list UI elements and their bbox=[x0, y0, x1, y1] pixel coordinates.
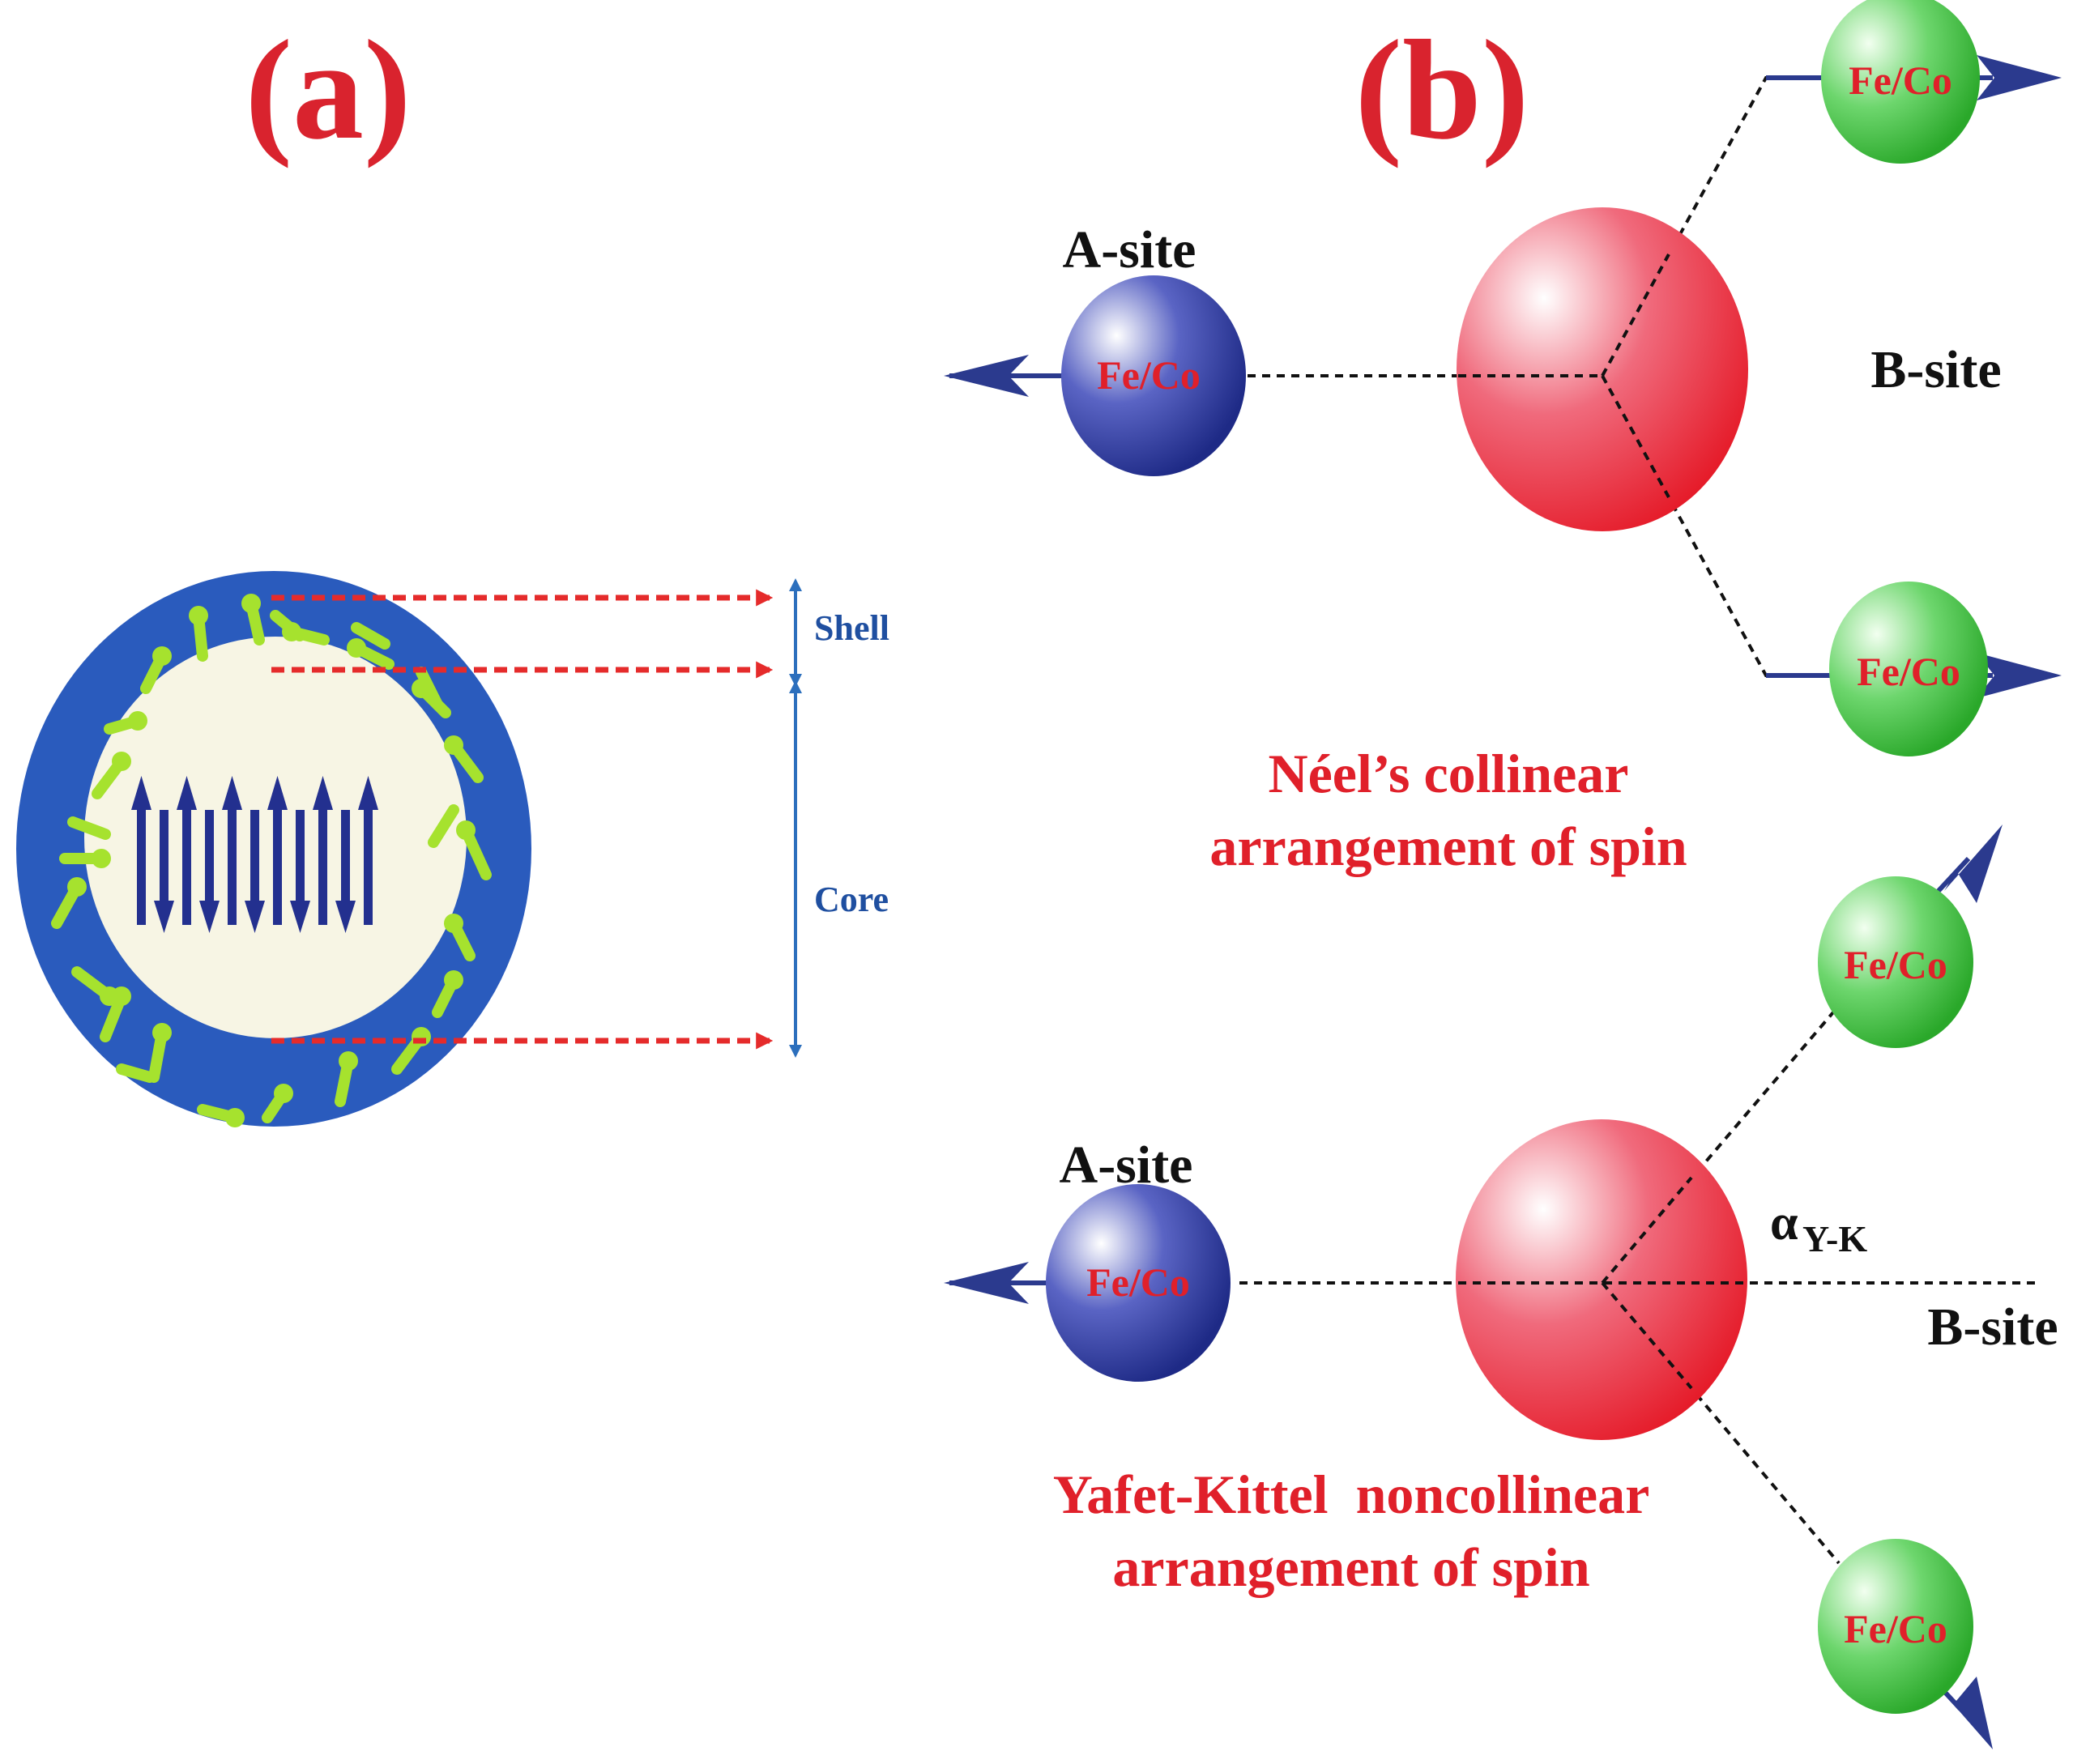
projection-lines bbox=[271, 589, 774, 1050]
yk-caption-line1: Yafet-Kittel noncollinear bbox=[1053, 1464, 1650, 1525]
spin-up-1 bbox=[131, 776, 151, 925]
spin-up-5 bbox=[313, 776, 333, 925]
yk-b-site-atom-bottom bbox=[1818, 1539, 1973, 1714]
neel-a-site-atom-label: Fe/Co bbox=[1097, 352, 1201, 398]
neel-b-site-bottom: Fe/Co bbox=[1766, 582, 2062, 756]
neel-a-site-label: A-site bbox=[1063, 220, 1196, 279]
neel-b-site-top: Fe/Co bbox=[1766, 0, 2062, 164]
yk-a-site-atom bbox=[1046, 1184, 1231, 1382]
alpha-symbol: α bbox=[1770, 1195, 1798, 1251]
alpha-subscript: Y-K bbox=[1802, 1218, 1867, 1259]
spin-down-3 bbox=[245, 810, 265, 933]
antiparallel-spin-arrows-icon bbox=[131, 776, 378, 933]
panel-b-label: (b) bbox=[1354, 11, 1529, 169]
yk-b-site-label: B-site bbox=[1927, 1297, 2058, 1357]
yk-a-site-label: A-site bbox=[1060, 1136, 1193, 1195]
neel-caption-line1: Néel’s collinear bbox=[1269, 743, 1629, 804]
yk-angle-label: α Y-K bbox=[1770, 1195, 1867, 1259]
neel-bond-lines-overlay bbox=[1458, 254, 1670, 498]
spin-down-1 bbox=[154, 810, 174, 933]
yk-b-site-atom-top-label: Fe/Co bbox=[1844, 942, 1947, 987]
core-label: Core bbox=[814, 880, 889, 919]
yk-b-site-atom-bottom-label: Fe/Co bbox=[1844, 1606, 1947, 1651]
neel-b-site-atom-top bbox=[1821, 0, 1980, 164]
yk-a-site-atom-label: Fe/Co bbox=[1086, 1259, 1190, 1305]
spin-down-4 bbox=[290, 810, 310, 933]
yk-b-site-top: Fe/Co bbox=[1818, 824, 2003, 1048]
yk-arrangement: Fe/Co A-site Fe/Co Fe/Co α bbox=[944, 824, 2058, 1749]
core-shell-particle bbox=[16, 571, 531, 1127]
neel-b-site-atom-bottom-label: Fe/Co bbox=[1857, 649, 1960, 694]
spin-up-6 bbox=[358, 776, 378, 925]
shell-label: Shell bbox=[814, 608, 889, 648]
panel-b: (b) Fe/Co A-site bbox=[944, 0, 2062, 1749]
neel-caption-line2: arrangement of spin bbox=[1209, 816, 1687, 877]
neel-a-site-atom bbox=[1061, 275, 1246, 476]
yk-b-site-bottom: Fe/Co bbox=[1818, 1539, 1993, 1749]
neel-b-site-label: B-site bbox=[1870, 340, 2001, 399]
yk-center-atom bbox=[1456, 1119, 1747, 1440]
panel-a: (a) bbox=[16, 11, 889, 1127]
spin-up-2 bbox=[177, 776, 197, 925]
neel-b-site-atom-top-label: Fe/Co bbox=[1849, 58, 1952, 103]
spin-down-2 bbox=[199, 810, 220, 933]
yk-caption-line2: arrangement of spin bbox=[1112, 1536, 1589, 1598]
spin-down-5 bbox=[335, 810, 356, 933]
panel-a-label: (a) bbox=[245, 11, 411, 169]
neel-center-atom bbox=[1457, 207, 1748, 531]
yk-bond-lines-overlay bbox=[1458, 1176, 1747, 1390]
neel-b-site-atom-bottom bbox=[1829, 582, 1988, 756]
spin-up-3 bbox=[222, 776, 242, 925]
neel-a-site-spin-arrow bbox=[944, 355, 1069, 397]
yk-a-site-spin-arrow bbox=[944, 1262, 1061, 1304]
neel-arrangement: Fe/Co A-site Fe/Co Fe/Co B-site N bbox=[944, 0, 2062, 877]
yk-b-site-atom-top bbox=[1818, 876, 1973, 1048]
spin-up-4 bbox=[267, 776, 288, 925]
